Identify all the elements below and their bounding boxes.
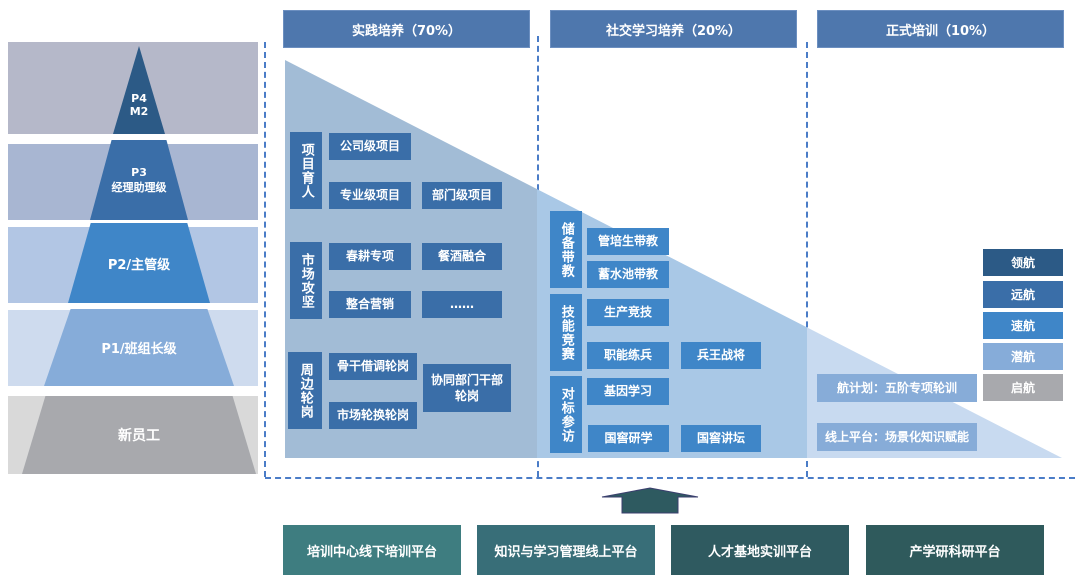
social-item: 国窖讲坛	[681, 425, 761, 452]
formal-item-program: 航计划：五阶专项轮训	[817, 374, 977, 402]
divider-mid2	[806, 42, 808, 477]
social-group-benchmark-label: 对标参访	[558, 386, 574, 443]
practice-group-rotation: 周边轮岗	[288, 352, 322, 429]
social-group-mentoring: 储备带教	[550, 211, 582, 288]
level-p2: P2/主管级	[68, 223, 210, 303]
social-group-mentoring-label: 储备带教	[558, 221, 574, 278]
practice-group-project: 项目育人	[290, 132, 322, 209]
social-item: 蓄水池带教	[587, 261, 669, 288]
level-p2-label: P2/主管级	[107, 257, 171, 273]
platform-offline: 培训中心线下培训平台	[283, 525, 461, 575]
practice-item: 公司级项目	[329, 133, 411, 160]
rank-far: 远航	[983, 281, 1063, 308]
level-new-staff-label: 新员工	[118, 428, 160, 444]
social-item: 国窖研学	[588, 425, 669, 452]
practice-group-rotation-label: 周边轮岗	[297, 362, 313, 419]
social-item: 兵王战将	[681, 342, 761, 369]
rank-dive: 潜航	[983, 343, 1063, 370]
social-group-contest: 技能竞赛	[550, 294, 582, 371]
header-social-label: 社交学习培养（20%）	[605, 23, 742, 39]
practice-group-market: 市场攻坚	[290, 242, 322, 319]
practice-group-project-label: 项目育人	[298, 142, 314, 199]
practice-item: 整合营销	[329, 291, 411, 318]
header-formal-label: 正式培训（10%）	[885, 23, 996, 39]
rank-speed: 速航	[983, 312, 1063, 339]
up-arrow-icon	[601, 487, 699, 514]
platform-base: 人才基地实训平台	[671, 525, 849, 575]
practice-item: 春耕专项	[329, 243, 411, 270]
practice-item: 餐酒融合	[422, 243, 502, 270]
practice-item: ……	[422, 291, 502, 318]
divider-bottom	[265, 477, 1075, 479]
social-item: 职能练兵	[587, 342, 669, 369]
rank-lead: 领航	[983, 249, 1063, 276]
header-practice: 实践培养（70%）	[283, 10, 530, 48]
level-p4-line1: P4	[131, 92, 147, 105]
divider-left	[264, 42, 266, 477]
formal-item-online: 线上平台：场景化知识赋能	[817, 423, 977, 451]
practice-item: 部门级项目	[422, 182, 502, 209]
level-p4-line2: M2	[129, 105, 149, 118]
level-new-staff: 新员工	[22, 396, 256, 474]
social-item: 基因学习	[587, 378, 669, 405]
level-p3-line2: 经理助理级	[111, 180, 167, 194]
header-formal: 正式培训（10%）	[817, 10, 1064, 48]
rank-start: 启航	[983, 374, 1063, 401]
practice-item: 骨干借调轮岗	[329, 353, 417, 380]
platform-online: 知识与学习管理线上平台	[477, 525, 655, 575]
social-group-contest-label: 技能竞赛	[558, 304, 574, 361]
social-item: 生产竞技	[587, 299, 669, 326]
social-item: 管培生带教	[587, 228, 669, 255]
practice-item: 协同部门干部轮岗	[423, 364, 511, 412]
practice-item: 市场轮换轮岗	[329, 402, 417, 429]
header-practice-label: 实践培养（70%）	[351, 23, 462, 39]
level-p1-label: P1/班组长级	[101, 342, 177, 357]
level-p1: P1/班组长级	[44, 309, 234, 386]
header-social: 社交学习培养（20%）	[550, 10, 797, 48]
practice-group-market-label: 市场攻坚	[298, 252, 314, 309]
level-p3-line1: P3	[131, 165, 147, 179]
platform-research: 产学研科研平台	[866, 525, 1044, 575]
social-group-benchmark: 对标参访	[550, 376, 582, 453]
practice-item: 专业级项目	[329, 182, 411, 209]
